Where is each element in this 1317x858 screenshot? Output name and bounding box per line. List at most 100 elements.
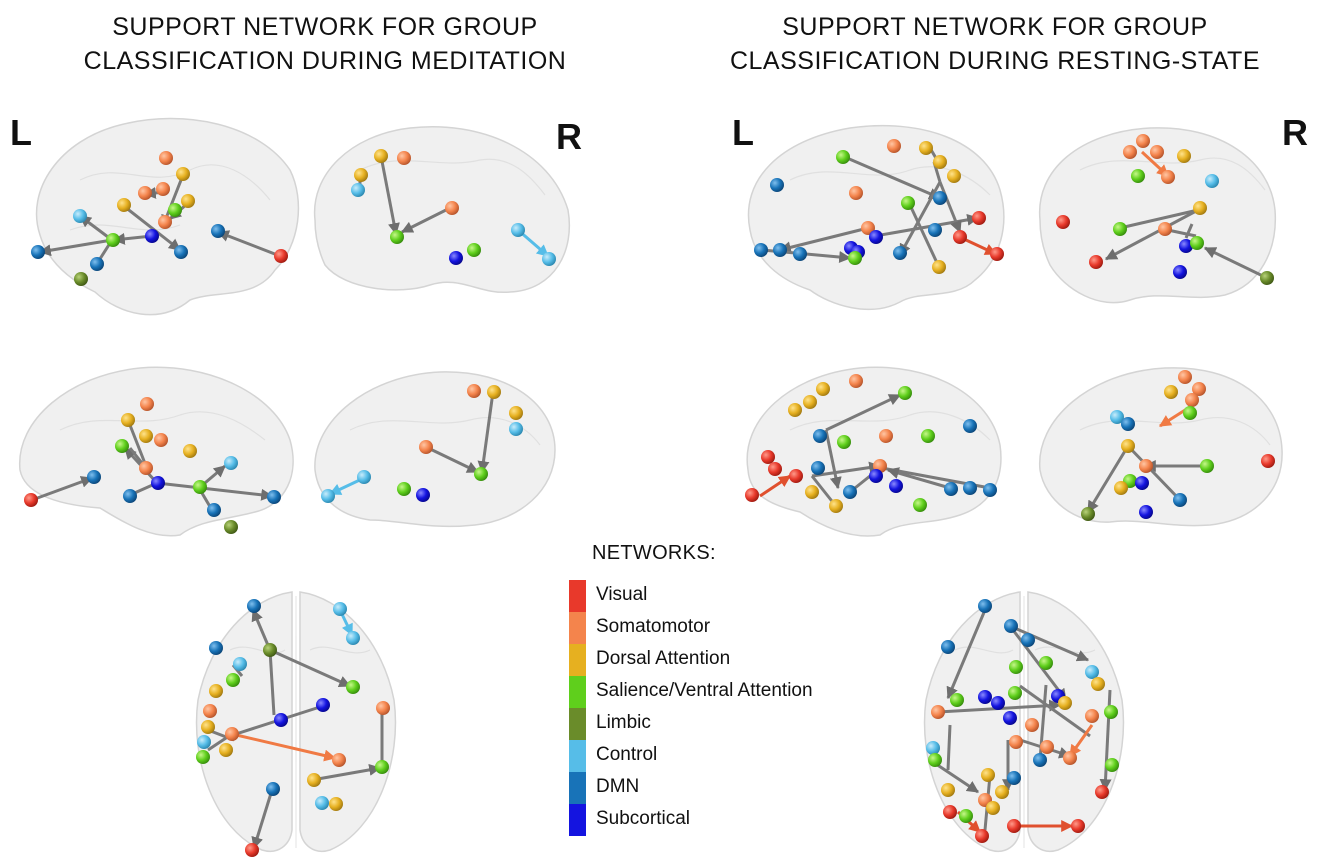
node-control xyxy=(542,252,556,266)
node-dorsal-attention xyxy=(1164,385,1178,399)
node-dorsal-attention xyxy=(121,413,135,427)
resting-left-hemisphere-label: L xyxy=(732,112,754,153)
node-salience xyxy=(1105,758,1119,772)
legend-label: Limbic xyxy=(596,712,651,733)
node-dmn xyxy=(1033,753,1047,767)
node-visual xyxy=(768,462,782,476)
node-somatomotor xyxy=(1025,718,1039,732)
node-dmn xyxy=(1007,771,1021,785)
legend-label: DMN xyxy=(596,776,640,797)
edge xyxy=(231,732,337,762)
edge xyxy=(1104,208,1199,261)
meditation-title-line1: SUPPORT NETWORK FOR GROUP xyxy=(112,13,538,41)
node-salience xyxy=(106,233,120,247)
edge xyxy=(311,763,382,782)
node-salience xyxy=(375,760,389,774)
node-somatomotor xyxy=(225,727,239,741)
legend-swatch xyxy=(569,644,586,676)
node-somatomotor xyxy=(419,440,433,454)
node-dmn xyxy=(1021,633,1035,647)
node-dmn xyxy=(123,489,137,503)
node-subcortical xyxy=(869,230,883,244)
node-dorsal-attention xyxy=(354,168,368,182)
node-control xyxy=(357,470,371,484)
edge xyxy=(759,474,791,498)
node-somatomotor xyxy=(849,374,863,388)
edge xyxy=(1068,724,1094,757)
meditation-title-line2: CLASSIFICATION DURING MEDITATION xyxy=(83,47,567,75)
node-dmn xyxy=(811,461,825,475)
legend-item: Salience/Ventral Attention xyxy=(569,676,869,708)
node-somatomotor xyxy=(332,753,346,767)
node-dmn xyxy=(754,243,768,257)
node-somatomotor xyxy=(861,221,875,235)
node-dmn xyxy=(174,245,188,259)
legend-label: Salience/Ventral Attention xyxy=(596,680,813,701)
node-dmn xyxy=(1004,619,1018,633)
node-dmn xyxy=(770,178,784,192)
legend-label: Subcortical xyxy=(596,808,690,829)
legend-swatch xyxy=(569,772,586,804)
node-somatomotor xyxy=(158,215,172,229)
node-salience xyxy=(1039,656,1053,670)
node-control xyxy=(233,657,247,671)
legend-item: Limbic xyxy=(569,708,869,740)
node-subcortical xyxy=(1135,476,1149,490)
node-somatomotor xyxy=(397,151,411,165)
edge xyxy=(126,419,148,467)
edge xyxy=(31,476,94,502)
node-dorsal-attention xyxy=(183,444,197,458)
meditation-left-hemisphere-label: L xyxy=(10,112,32,153)
node-dmn xyxy=(209,641,223,655)
node-dmn xyxy=(773,243,787,257)
edge xyxy=(1126,444,1182,502)
node-somatomotor xyxy=(1150,145,1164,159)
legend-swatch xyxy=(569,740,586,772)
brain-outline-rest-row2-right xyxy=(1039,367,1283,527)
node-dmn xyxy=(31,245,45,259)
node-salience xyxy=(390,230,404,244)
node-somatomotor xyxy=(1158,222,1172,236)
node-dorsal-attention xyxy=(1177,149,1191,163)
node-salience xyxy=(921,429,935,443)
node-visual xyxy=(789,469,803,483)
node-somatomotor xyxy=(1085,709,1099,723)
node-dmn xyxy=(267,490,281,504)
node-subcortical xyxy=(869,469,883,483)
node-salience xyxy=(836,150,850,164)
node-visual xyxy=(1095,785,1109,799)
node-dorsal-attention xyxy=(981,768,995,782)
node-salience xyxy=(168,203,182,217)
node-salience xyxy=(1190,236,1204,250)
node-visual xyxy=(972,211,986,225)
node-somatomotor xyxy=(1123,145,1137,159)
node-dorsal-attention xyxy=(1114,481,1128,495)
edge xyxy=(1019,684,1091,738)
legend-swatch xyxy=(569,708,586,740)
node-limbic xyxy=(74,272,88,286)
node-dmn xyxy=(963,481,977,495)
node-dmn xyxy=(983,483,997,497)
edge xyxy=(38,238,113,257)
node-somatomotor xyxy=(1139,459,1153,473)
node-limbic xyxy=(1260,271,1274,285)
edge xyxy=(1119,208,1199,230)
edge xyxy=(1086,445,1130,514)
node-somatomotor xyxy=(1009,735,1023,749)
node-salience xyxy=(226,673,240,687)
edge xyxy=(886,467,951,490)
edge xyxy=(477,391,495,474)
legend-item: Control xyxy=(569,740,869,772)
node-somatomotor xyxy=(1185,393,1199,407)
node-somatomotor xyxy=(1136,134,1150,148)
node-subcortical xyxy=(1139,505,1153,519)
node-dmn xyxy=(793,247,807,261)
node-control xyxy=(224,456,238,470)
node-dmn xyxy=(941,640,955,654)
node-salience xyxy=(193,480,207,494)
node-dmn xyxy=(893,246,907,260)
node-subcortical xyxy=(1179,239,1193,253)
node-dorsal-attention xyxy=(986,801,1000,815)
